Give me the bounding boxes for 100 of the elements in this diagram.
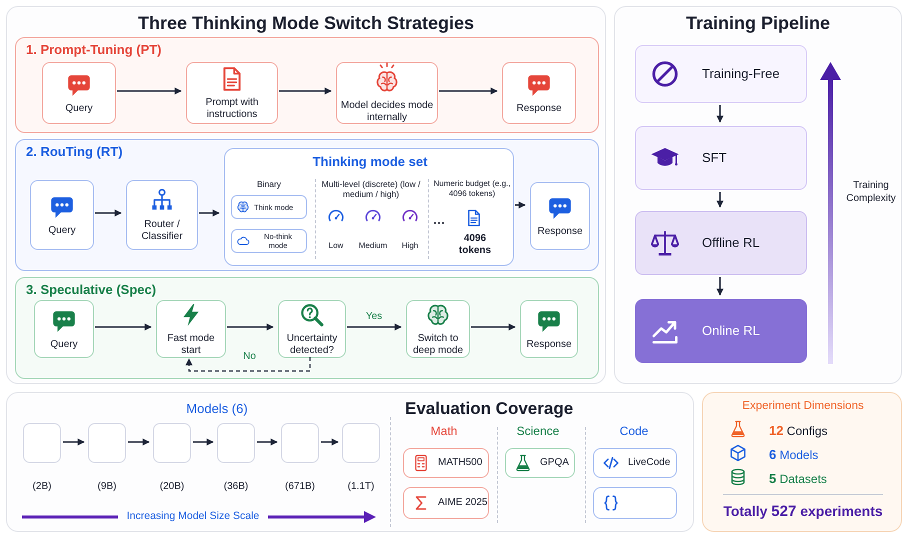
group-heading: Models (6) <box>185 401 249 417</box>
model-size-label: (671B) <box>284 481 316 492</box>
arrow <box>95 324 152 330</box>
node-label: Uncertainty detected? <box>286 332 338 356</box>
option-label: 4096 tokens <box>458 233 492 257</box>
category-heading: Code <box>618 424 650 439</box>
node-label: Response <box>537 226 583 238</box>
panel-title: Training Pipeline <box>684 13 832 34</box>
axis-label: Training Complexity <box>845 180 897 205</box>
option-label: Evaluation Coverage <box>405 399 574 420</box>
option-label: Medium <box>358 241 388 251</box>
group-heading: Experiment Dimensions <box>741 400 865 414</box>
axis-label: Increasing Model Size Scale <box>126 510 260 524</box>
model-card <box>23 423 61 463</box>
arrow <box>716 105 724 123</box>
node-label: Offline RL <box>702 235 760 251</box>
dataset-box <box>403 448 489 478</box>
arrow <box>257 438 278 446</box>
node-label: Online RL <box>702 323 760 339</box>
option-label: High <box>400 241 420 251</box>
arrow <box>515 202 526 208</box>
stage-box <box>635 299 807 363</box>
section-heading: 3. Speculative (Spec) <box>26 282 156 297</box>
panel <box>614 6 902 384</box>
node-label: SFT <box>702 150 727 166</box>
arrow <box>347 324 402 330</box>
arrow <box>117 88 182 94</box>
node-label: Switch to deep mode <box>412 332 464 356</box>
option-label: 6 Models <box>769 447 820 463</box>
arrow <box>279 88 332 94</box>
edge-label: No <box>242 351 257 362</box>
arrow <box>63 438 85 446</box>
node-label: Query <box>65 102 93 114</box>
arrow <box>716 277 724 296</box>
node-label: Query <box>48 224 76 236</box>
process-box <box>278 300 346 358</box>
option-label: Totally 527 experiments <box>722 503 884 521</box>
process-box <box>406 300 470 358</box>
process-box <box>34 300 94 358</box>
section-panel <box>15 37 599 133</box>
node-label: Fast mode start <box>166 332 216 356</box>
process-box <box>42 62 116 124</box>
section-heading: 2. RouTing (RT) <box>26 144 123 159</box>
stage-box <box>635 211 807 275</box>
group-heading: Thinking mode set <box>312 154 428 170</box>
node-label: AIME 2025 <box>438 497 488 509</box>
category-heading: Math <box>430 424 458 439</box>
node-label: Response <box>516 102 562 114</box>
dataset-box <box>505 448 575 478</box>
model-card <box>217 423 255 463</box>
arrow <box>227 324 274 330</box>
arrow <box>199 210 220 216</box>
model-card <box>88 423 126 463</box>
option-label: 5 Datasets <box>769 471 828 487</box>
option-label: 12 Configs <box>769 423 828 439</box>
process-box <box>336 62 438 124</box>
category-heading: Science <box>516 424 560 439</box>
arrow <box>128 438 150 446</box>
panel-title: Three Thinking Mode Switch Strategies <box>136 13 476 34</box>
arrow <box>716 192 724 208</box>
model-card <box>342 423 380 463</box>
mode-set-box <box>224 148 514 266</box>
section-panel <box>15 139 599 271</box>
process-box <box>126 180 198 250</box>
model-size-label: (2B) <box>32 481 52 492</box>
node-label: LiveCode <box>628 457 670 469</box>
node-label: Router / Classifier <box>140 218 184 242</box>
model-size-label: (9B) <box>96 481 118 492</box>
process-box <box>186 62 278 124</box>
model-size-label: (36B) <box>222 481 250 492</box>
process-box <box>502 62 576 124</box>
option-label: Numeric budget (e.g., 4096 tokens) <box>432 179 512 198</box>
dataset-box <box>403 487 489 519</box>
stage-box <box>635 126 807 190</box>
model-card <box>281 423 319 463</box>
panel <box>6 6 606 384</box>
node-label: Prompt with instructions <box>204 96 260 120</box>
process-box <box>520 300 578 358</box>
stage-box <box>635 45 807 103</box>
node-label: Training-Free <box>702 66 780 82</box>
mode-option-box <box>231 229 307 253</box>
arrow <box>439 88 498 94</box>
panel <box>702 392 902 532</box>
arrow <box>321 438 339 446</box>
option-label: Low <box>328 241 344 251</box>
arrow <box>471 324 516 330</box>
panel <box>6 392 694 532</box>
dataset-box <box>593 487 677 519</box>
process-box <box>530 182 590 250</box>
node-label: MATH500 <box>438 457 482 469</box>
option-label: Binary <box>256 179 282 190</box>
model-size-label: (20B) <box>158 481 186 492</box>
arrow <box>186 357 311 372</box>
model-card <box>153 423 191 463</box>
arrow <box>95 210 122 216</box>
dataset-box <box>593 448 677 478</box>
process-box <box>30 180 94 250</box>
section-heading: 1. Prompt-Tuning (PT) <box>26 42 162 57</box>
process-box <box>156 300 226 358</box>
section-panel <box>15 277 599 379</box>
